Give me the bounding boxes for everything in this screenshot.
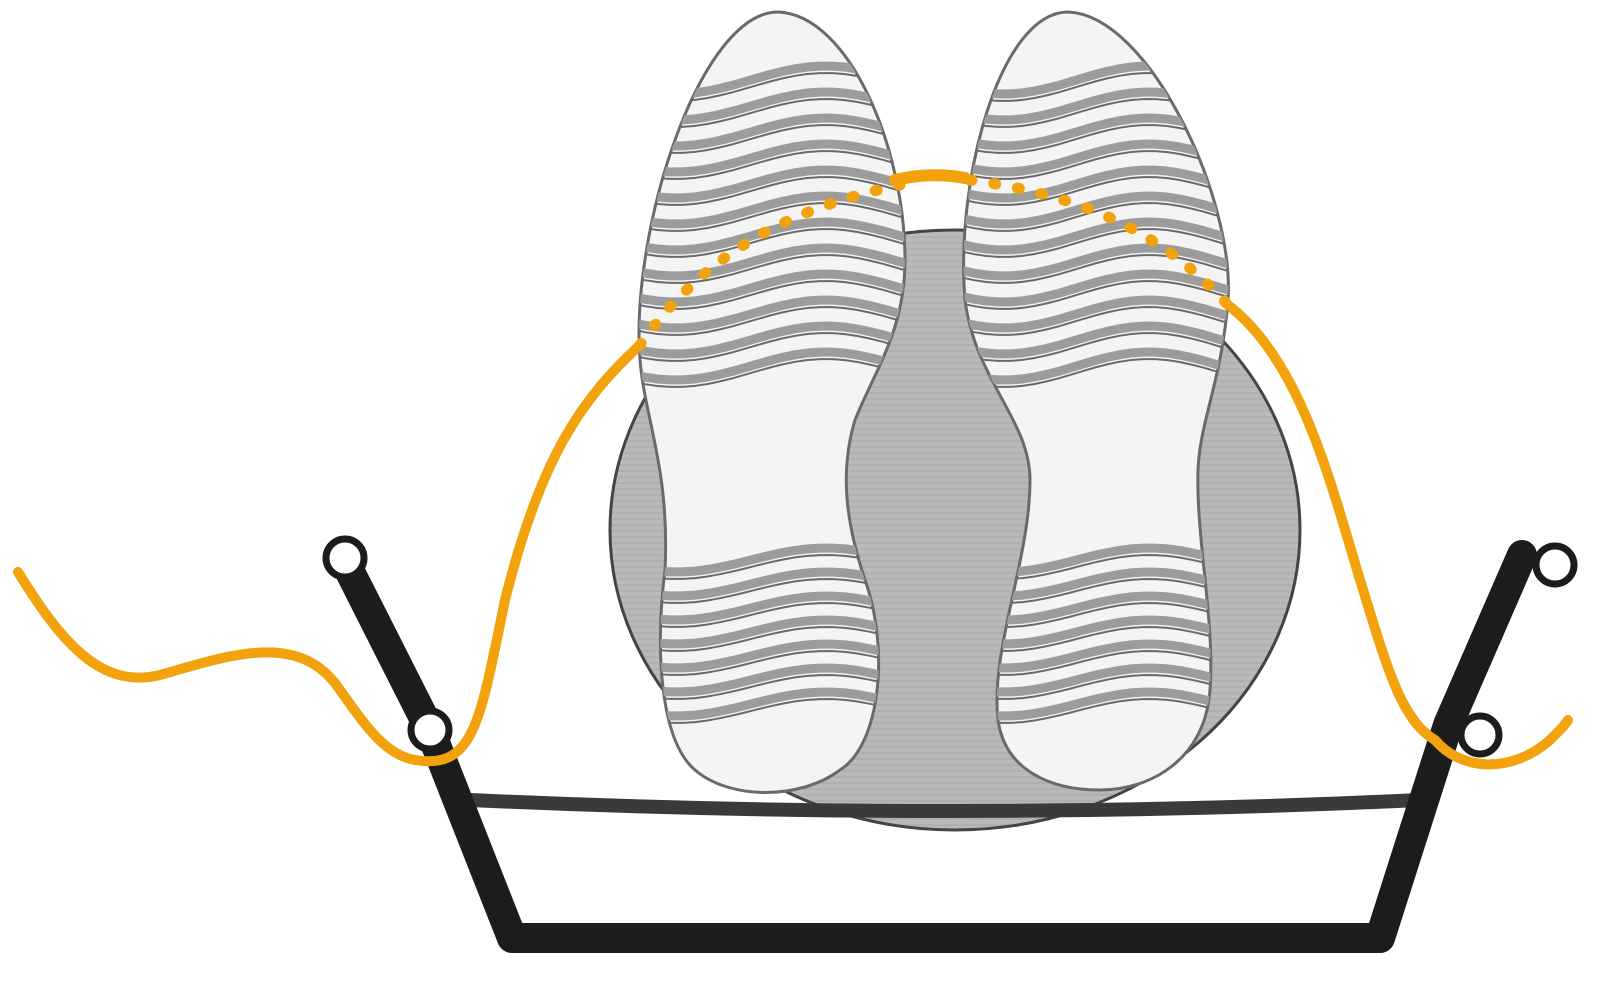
pivot-left-top bbox=[326, 539, 364, 577]
elastic-cord-between-soles bbox=[895, 175, 965, 180]
pivot-right-lower bbox=[1461, 716, 1499, 754]
elastic-cord-left-rise bbox=[415, 345, 640, 761]
pivot-left-lower bbox=[411, 711, 449, 749]
pivot-right-top bbox=[1536, 546, 1574, 584]
